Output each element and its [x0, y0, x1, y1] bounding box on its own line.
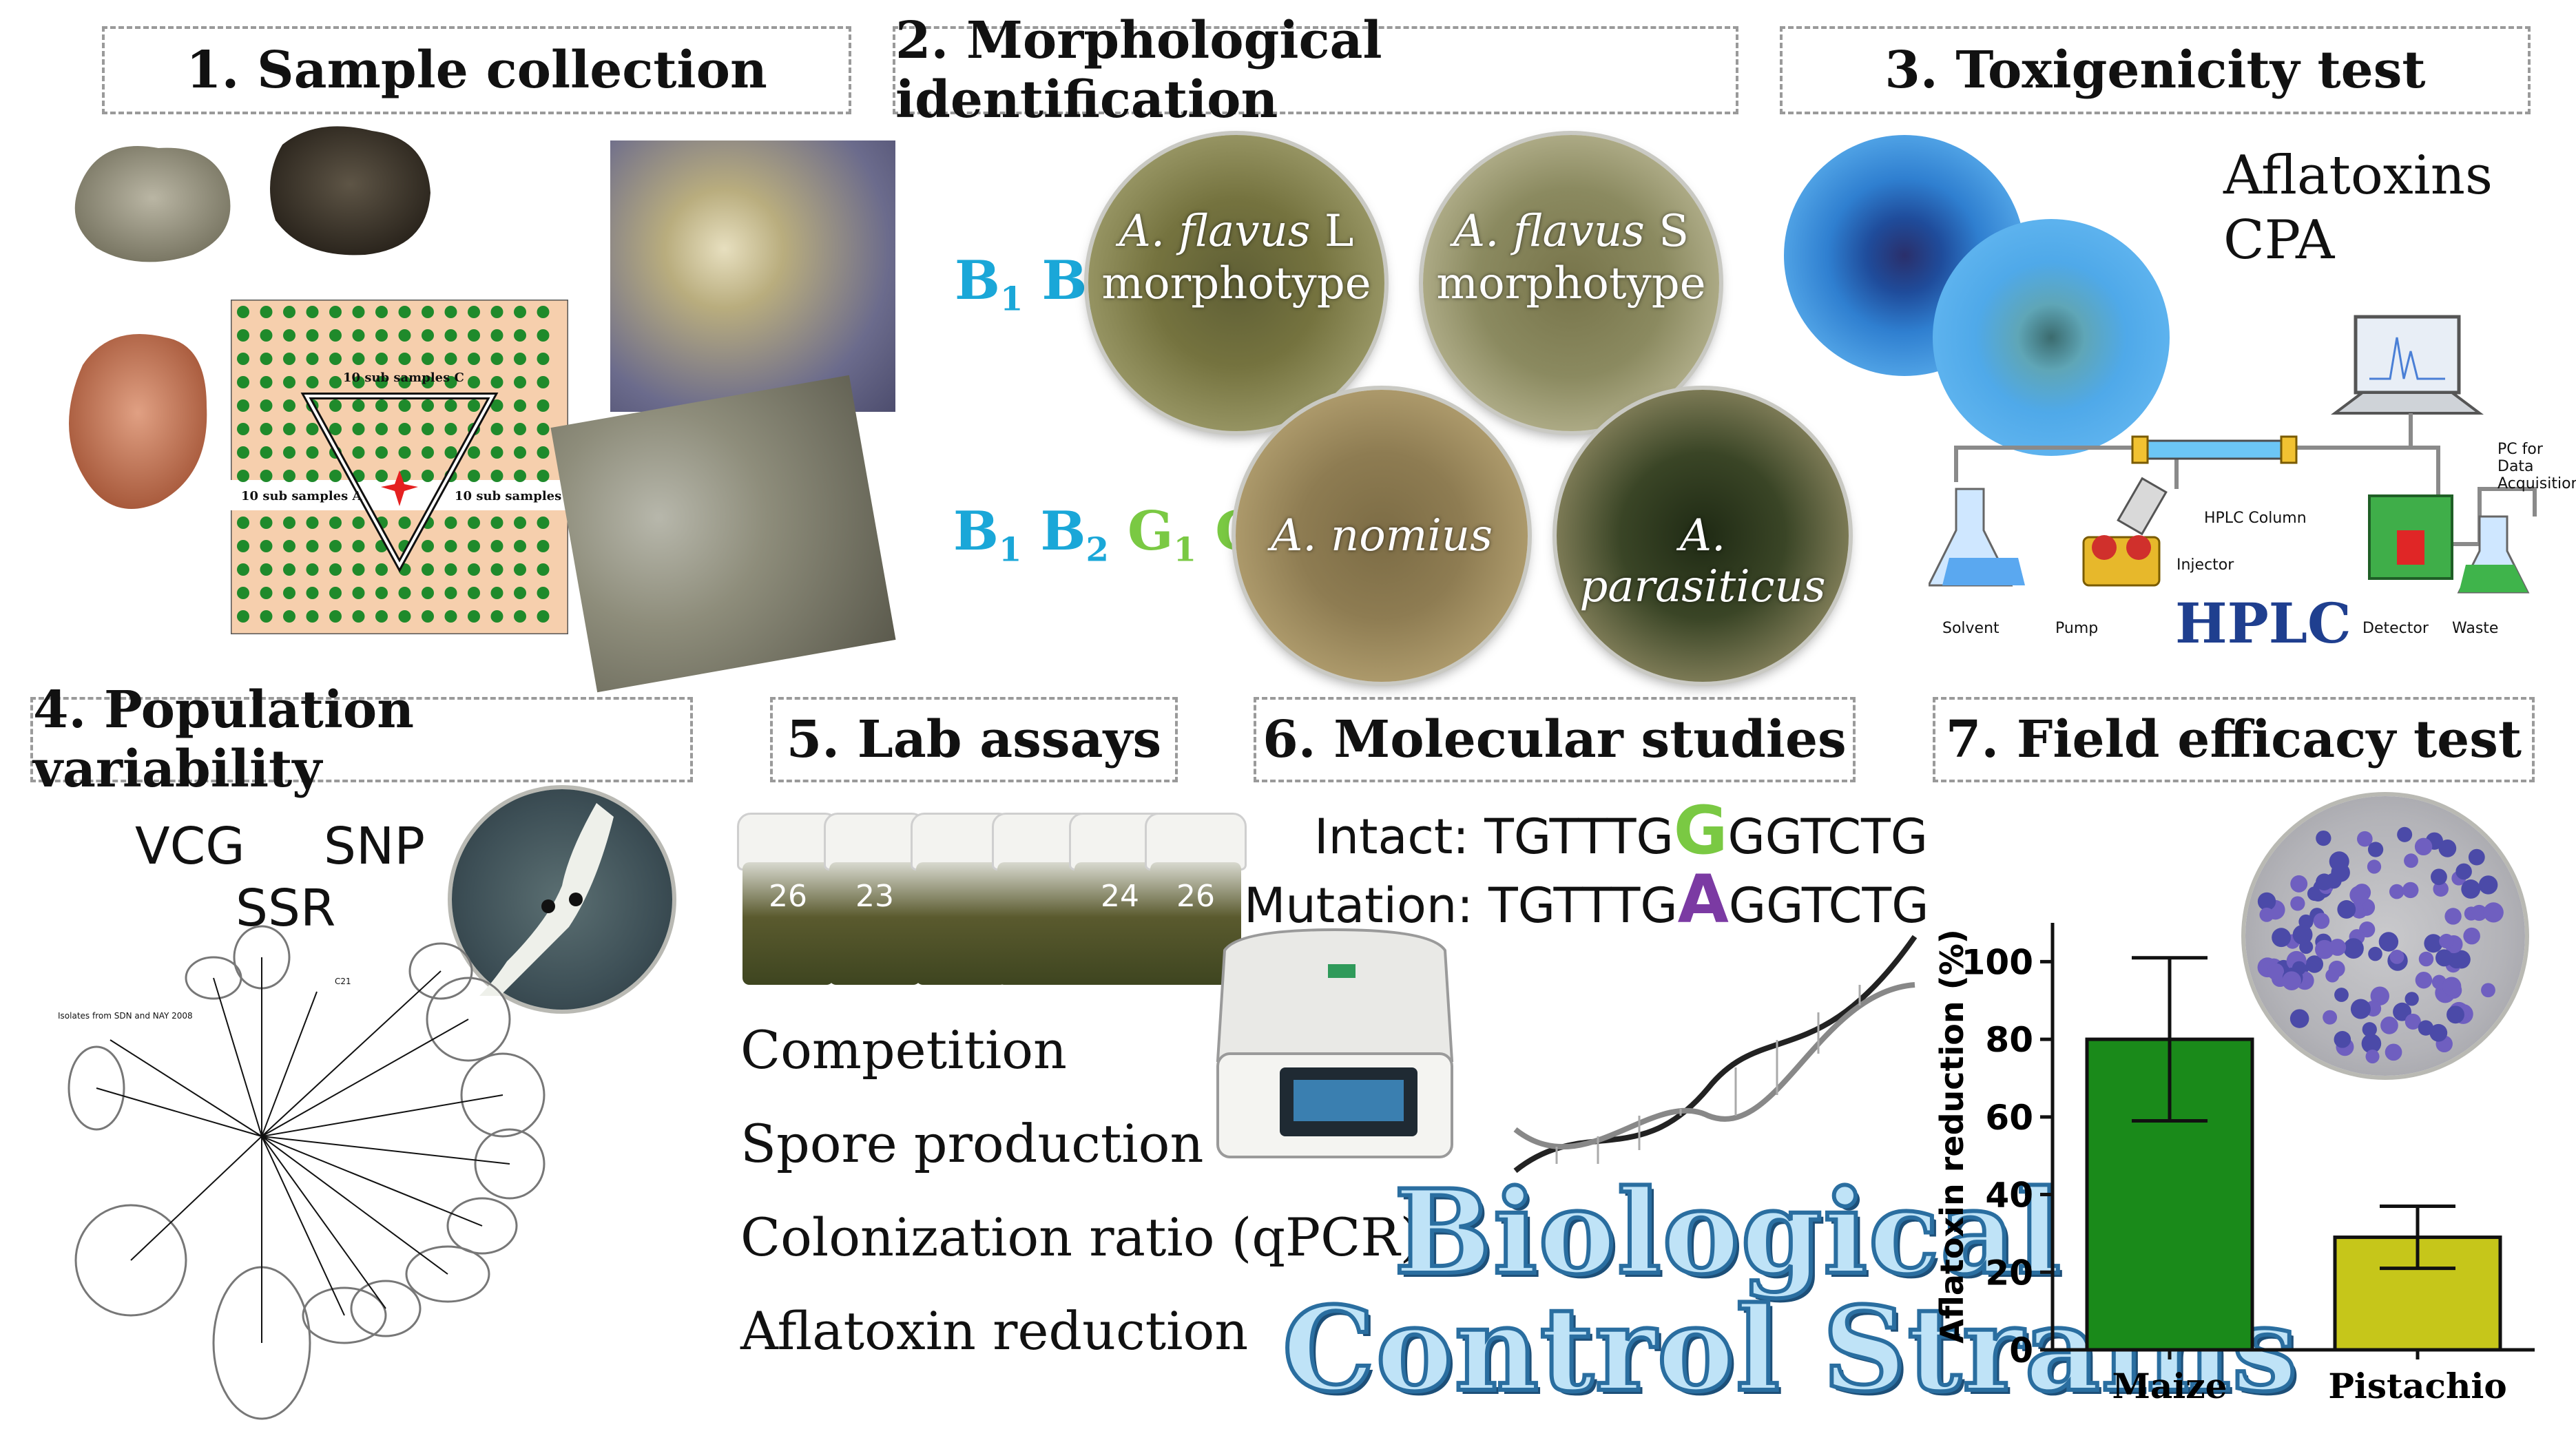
assay-competition: Competition — [740, 1019, 1067, 1081]
y-tick-label-0: 0 — [2009, 1331, 2033, 1370]
tree-label-c21: C21 — [335, 977, 351, 986]
treated-grain-plate — [2245, 796, 2525, 1076]
petri-dish-flavus-l: A. flavus L morphotype — [1088, 135, 1384, 431]
vial-2: 23 — [824, 813, 926, 985]
panel-title-field-efficacy: 7. Field efficacy test — [1933, 697, 2535, 782]
aflatoxins-label: Aflatoxins — [2223, 145, 2493, 207]
y-tick-label-100: 100 — [1962, 942, 2033, 982]
tree-label-isolates: Isolates from SDN and NAY 2008 — [58, 1011, 193, 1021]
y-tick-label-60: 60 — [1985, 1098, 2033, 1138]
column-label: HPLC Column — [2204, 510, 2307, 527]
conidia-microscopy-photo — [550, 375, 896, 693]
panel-title-toxigenicity: 3. Toxigenicity test — [1780, 26, 2531, 114]
vial-1: 26 — [737, 813, 839, 985]
pc-label: PC for Data Acquisition — [2497, 441, 2576, 492]
mutation-sequence: Mutation: TGTTTGAGGTCTG — [1244, 861, 1929, 938]
assay-spore-production: Spore production — [740, 1113, 1204, 1174]
y-tick-label-20: 20 — [1985, 1253, 2033, 1293]
panel-title-sample-collection: 1. Sample collection — [102, 26, 851, 114]
qpcr-machine — [1216, 928, 1454, 1158]
assay-colonization-ratio: Colonization ratio (qPCR) — [740, 1207, 1421, 1268]
uv-plate-front — [1933, 219, 2170, 456]
sub-samples-a-label: 10 sub samples A — [241, 489, 362, 503]
cpa-label: CPA — [2223, 209, 2335, 271]
panel-title-population: 4. Population variability — [30, 680, 693, 799]
waste-label: Waste — [2452, 620, 2499, 637]
phylogenetic-tree — [67, 925, 546, 1420]
biological-title: Biological — [1392, 1162, 2063, 1302]
injector-label: Injector — [2177, 556, 2234, 574]
panel-title-morphological: 2. Morphological identification — [893, 11, 1738, 129]
toxin-bg-row2: B1 B2 G1 G2 — [953, 500, 1284, 570]
y-tick-label-40: 40 — [1985, 1176, 2033, 1216]
vial-6: 26 — [1145, 813, 1247, 985]
x-label-pistachio: Pistachio — [2328, 1366, 2506, 1406]
sub-samples-b-label: 10 sub samples B — [455, 489, 577, 503]
sampling-grid — [231, 300, 568, 634]
petri-dish-flavus-s: A. flavus S morphotype — [1423, 135, 1719, 431]
panel-title-lab-assays: 5. Lab assays — [770, 697, 1178, 782]
assay-aflatoxin-reduction: Aflatoxin reduction — [740, 1300, 1249, 1362]
intact-sequence: Intact: TGTTTGGGGTCTG — [1314, 792, 1929, 869]
solvent-label: Solvent — [1942, 620, 1999, 637]
petri-dish-nomius: A. nomius — [1236, 390, 1528, 682]
sub-samples-c-label: 10 sub samples C — [343, 371, 464, 385]
panel-title-molecular: 6. Molecular studies — [1254, 697, 1856, 782]
y-tick-label-80: 80 — [1985, 1020, 2033, 1060]
vcg-label: VCG — [135, 817, 245, 876]
pump-label: Pump — [2055, 620, 2099, 637]
y-axis-label: Aflatoxin reduction (%) — [1933, 929, 1971, 1344]
hplc-schematic — [1929, 315, 2537, 594]
soil-samples-illustration — [69, 126, 430, 509]
hplc-label: HPLC — [2175, 591, 2351, 656]
dna-helix — [1513, 935, 1918, 1174]
petri-dish-parasiticus: A. parasiticus — [1557, 390, 1849, 682]
snp-label: SNP — [324, 817, 425, 876]
x-label-maize: Maize — [2112, 1366, 2227, 1406]
vcg-pairing-plate — [452, 789, 672, 1010]
toxin-b-row1: B1 B2 — [955, 249, 1110, 319]
fungal-colony-photo — [610, 140, 895, 412]
detector-label: Detector — [2362, 620, 2429, 637]
